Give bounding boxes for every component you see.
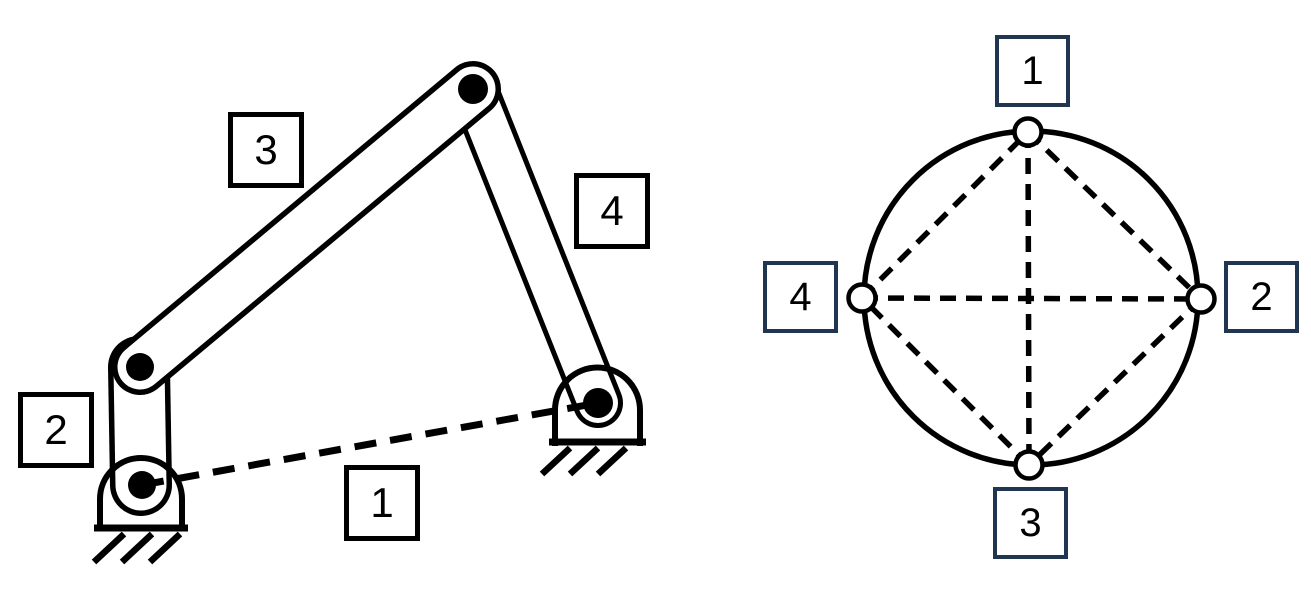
pin-joint-top: [458, 74, 488, 104]
pin-joint-left-middle: [126, 353, 154, 381]
graph-label-node1: 1: [995, 35, 1070, 107]
graph-edge-1-2: [1026, 130, 1203, 301]
four-bar-linkage-figure: [91, 61, 646, 565]
graph-dashed-edges: [860, 130, 1203, 467]
pin-joint-right-ground: [583, 388, 613, 418]
link-3-bar-fill: [117, 66, 496, 390]
graph-representation-figure: [846, 116, 1217, 481]
graph-node-4: [846, 282, 878, 314]
link-4-bar-fill: [453, 69, 618, 423]
ground-housing-right: [552, 364, 643, 446]
graph-edge-3-4: [860, 296, 1031, 467]
mechanism-label-link3: 3: [228, 112, 304, 188]
pin-joint-left-ground: [128, 471, 156, 499]
ground-housing-left: [97, 455, 185, 531]
graph-node-1: [1012, 116, 1044, 148]
mechanism-label-link2: 2: [18, 392, 94, 468]
graph-nodes: [846, 116, 1217, 481]
graph-label-node2: 2: [1224, 261, 1299, 333]
graph-label-node3: 3: [993, 487, 1068, 559]
link-1-dashed-ground-link: [141, 399, 599, 489]
ground-hatching-left: [91, 531, 183, 565]
ground-hatching-right: [539, 445, 629, 477]
graph-node-2: [1185, 283, 1217, 315]
mechanism-label-link1: 1: [344, 465, 420, 541]
graph-edge-2-4: [861, 295, 1202, 302]
graph-edge-2-3: [1027, 297, 1203, 467]
mechanism-label-link4: 4: [574, 173, 650, 249]
graph-node-3: [1013, 449, 1045, 481]
graph-label-node4: 4: [763, 261, 838, 333]
graph-edge-4-1: [860, 130, 1030, 300]
